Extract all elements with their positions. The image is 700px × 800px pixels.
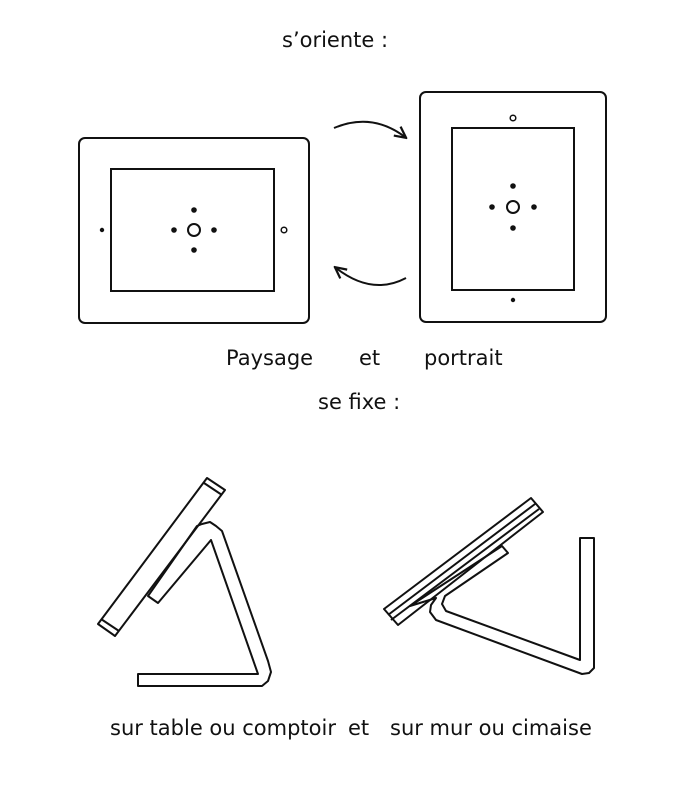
landscape-screw-holes: [99, 207, 217, 253]
landscape-label: Paysage: [226, 346, 314, 370]
portrait-enclosure: [419, 91, 607, 323]
wall-mount-label: sur mur ou cimaise: [390, 716, 592, 740]
rotate-arrow-bottom-icon: [336, 268, 407, 286]
portrait-screw-holes: [489, 183, 537, 303]
table-mount-label: sur table ou comptoir: [110, 716, 336, 740]
desk-stand-illustration: [97, 477, 272, 687]
landscape-enclosure: [78, 137, 310, 324]
mounting-title: se fixe :: [318, 390, 401, 414]
orientation-conjunction: et: [359, 346, 381, 370]
portrait-button-hole: [509, 114, 517, 122]
mounting-conjunction: et: [348, 716, 370, 740]
landscape-button-hole: [280, 226, 288, 234]
wall-mount-illustration: [383, 497, 595, 675]
orientation-title: s’oriente :: [282, 28, 389, 52]
rotate-arrow-top-icon: [333, 120, 405, 137]
portrait-label: portrait: [424, 346, 503, 370]
